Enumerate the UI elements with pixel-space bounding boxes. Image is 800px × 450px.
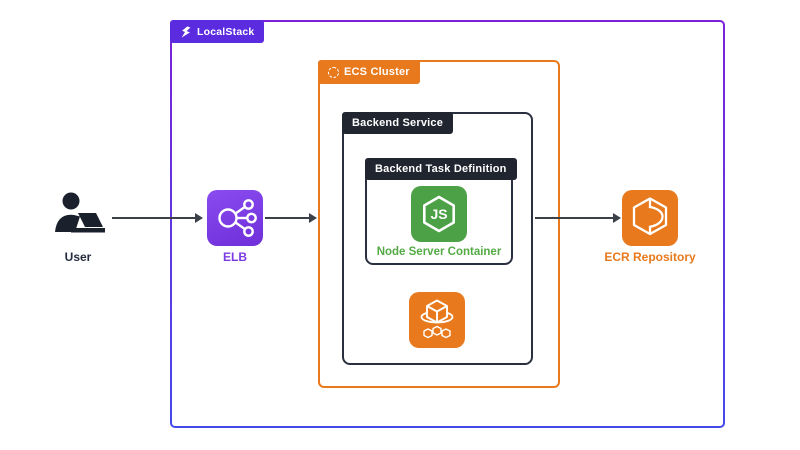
- arrow-backend-service-to-ecr: [535, 213, 621, 223]
- ecs-cluster-container: ECS Cluster Backend Service Backend Task…: [318, 60, 560, 388]
- localstack-badge: LocalStack: [170, 20, 265, 43]
- ecr-repository-label: ECR Repository: [604, 250, 696, 264]
- ecs-cluster-label: ECS Cluster: [344, 66, 410, 78]
- ecs-service-tile: [409, 292, 465, 348]
- nodejs-js-text: JS: [430, 206, 447, 222]
- ecs-containers-icon: [420, 299, 454, 339]
- ecs-cluster-badge: ECS Cluster: [318, 60, 420, 84]
- nodejs-hexagon-icon: JS: [423, 195, 455, 233]
- node-container-label: Node Server Container: [376, 246, 502, 258]
- elb-node: [207, 190, 263, 246]
- person-at-laptop-icon: [55, 192, 105, 233]
- arrow-elb-to-ecs-cluster: [265, 213, 317, 223]
- backend-service-label: Backend Service: [352, 117, 444, 129]
- localstack-label: LocalStack: [197, 25, 255, 38]
- user-label: User: [64, 250, 92, 264]
- ecr-node: [622, 190, 678, 246]
- ecr-registry-icon: [632, 197, 668, 236]
- node-container-tile: JS: [411, 186, 467, 242]
- localstack-logo-icon: [181, 25, 191, 38]
- backend-service-badge: Backend Service: [342, 112, 454, 134]
- task-definition-label: Backend Task Definition: [375, 163, 507, 175]
- user-node: [50, 190, 106, 244]
- load-balancer-icon: [218, 199, 257, 237]
- task-definition-container: Backend Task Definition JS Node Server C…: [365, 158, 517, 265]
- elb-label: ELB: [223, 250, 247, 264]
- task-definition-badge: Backend Task Definition: [365, 158, 517, 180]
- arrow-user-to-elb: [112, 213, 203, 223]
- ecs-cluster-icon: [328, 66, 339, 78]
- backend-service-container: Backend Service Backend Task Definition …: [342, 112, 533, 365]
